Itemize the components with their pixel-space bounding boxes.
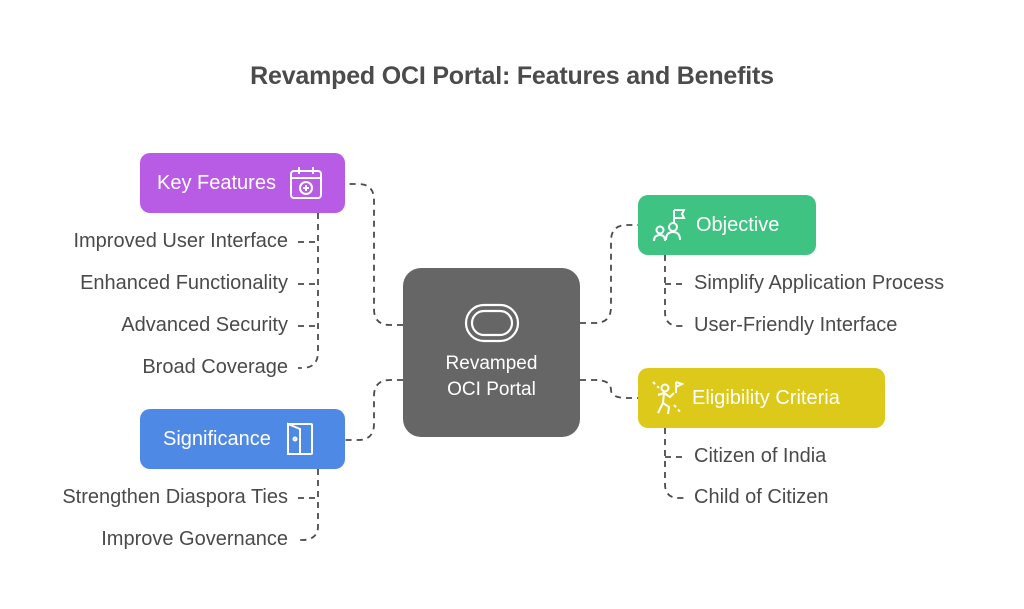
connector-significance-items bbox=[298, 469, 319, 541]
objective-item: Simplify Application Process bbox=[694, 272, 945, 294]
branch-label: Significance bbox=[163, 427, 271, 450]
branch-label: Eligibility Criteria bbox=[692, 386, 840, 409]
branch-key-features[interactable]: Key Features bbox=[140, 153, 345, 213]
connector-center-eligibility bbox=[580, 379, 638, 399]
significance-item: Improve Governance bbox=[101, 528, 288, 550]
connector-eligibility-items bbox=[664, 428, 686, 499]
branch-label: Key Features bbox=[157, 171, 276, 194]
door-open-icon bbox=[285, 421, 315, 457]
diagram-title: Revamped OCI Portal: Features and Benefi… bbox=[250, 62, 774, 90]
branch-label: Objective bbox=[696, 213, 780, 236]
key-features-item: Broad Coverage bbox=[142, 356, 288, 378]
connector-center-objective bbox=[580, 224, 638, 324]
people-flag-icon bbox=[652, 207, 686, 243]
connector-center-keyfeatures bbox=[345, 183, 403, 326]
key-features-item: Enhanced Functionality bbox=[80, 272, 288, 294]
central-node-label: Revamped OCI Portal bbox=[446, 351, 538, 403]
branch-significance[interactable]: Significance bbox=[140, 409, 345, 469]
central-node[interactable]: Revamped OCI Portal bbox=[403, 268, 580, 437]
connector-objective-items bbox=[664, 255, 686, 327]
central-label-line1: Revamped bbox=[445, 352, 538, 374]
central-label-line2: OCI Portal bbox=[447, 378, 536, 400]
objective-item: User-Friendly Interface bbox=[694, 314, 898, 336]
key-features-item: Improved User Interface bbox=[73, 230, 288, 252]
significance-item: Strengthen Diaspora Ties bbox=[62, 486, 288, 508]
oval-ring-icon bbox=[464, 303, 520, 343]
eligibility-item: Child of Citizen bbox=[694, 486, 829, 508]
connector-center-significance bbox=[345, 379, 403, 441]
connector-keyfeatures-items bbox=[298, 213, 319, 369]
branch-objective[interactable]: Objective bbox=[638, 195, 816, 255]
calendar-plus-icon bbox=[288, 165, 324, 201]
eligibility-item: Citizen of India bbox=[694, 445, 827, 467]
key-features-item: Advanced Security bbox=[121, 314, 288, 336]
branch-eligibility-criteria[interactable]: Eligibility Criteria bbox=[638, 368, 885, 428]
climber-flag-icon bbox=[650, 379, 684, 417]
